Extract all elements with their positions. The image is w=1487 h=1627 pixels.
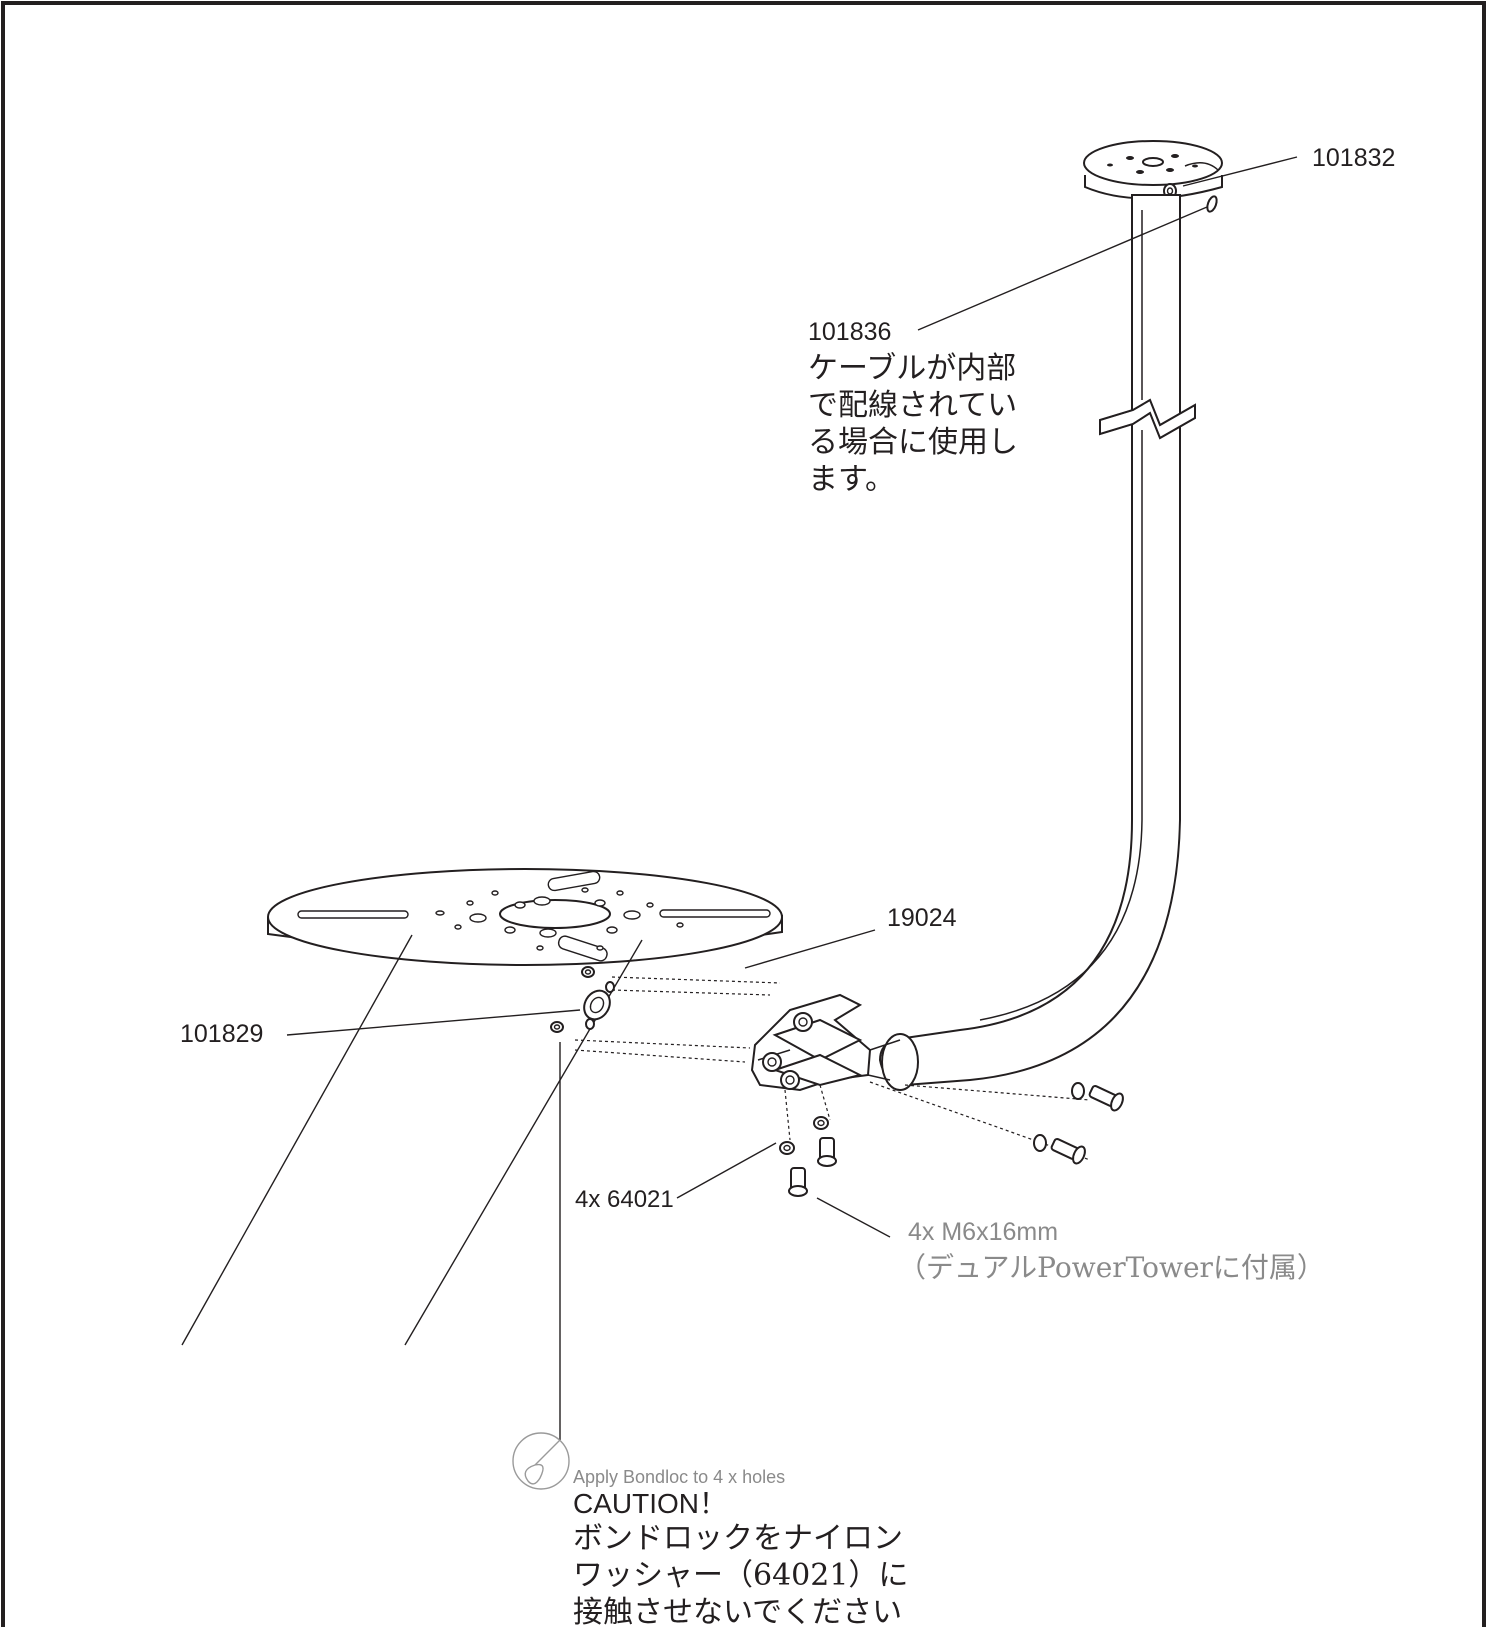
- caution-line3: 接触させないでください: [573, 1595, 902, 1627]
- leader-64021: [676, 1142, 777, 1199]
- leader-101836: [917, 206, 1208, 331]
- grub-screw-hole: [1166, 187, 1174, 195]
- label-101832: 101832: [1312, 144, 1395, 172]
- leader-m6-screws: [816, 1197, 891, 1238]
- tilt-bracket: [750, 993, 901, 1092]
- label-101829: 101829: [180, 1020, 263, 1048]
- round-base-plate: [267, 868, 783, 966]
- caution-line1: ボンドロックをナイロン: [573, 1521, 903, 1556]
- m6-screws: [779, 1082, 1124, 1197]
- l-pole: [878, 194, 1196, 1091]
- bondloc-drop-icon: [512, 1432, 570, 1490]
- note-101836-line3: る場合に使用し: [808, 425, 1018, 460]
- note-101836-line2: で配線されてい: [808, 388, 1017, 423]
- leader-101832: [1182, 156, 1298, 187]
- label-64021: 4x 64021: [575, 1186, 674, 1213]
- caution-line2: ワッシャー（64021）に: [573, 1558, 908, 1593]
- leader-19024: [744, 929, 876, 969]
- label-101836: 101836: [808, 318, 891, 346]
- leader-101829: [286, 1009, 581, 1036]
- label-bondloc-note: Apply Bondloc to 4 x holes: [573, 1467, 785, 1487]
- label-m6-screw-note: （デュアルPowerTowerに付属）: [898, 1251, 1325, 1284]
- top-mount-plate: [1083, 140, 1223, 200]
- label-19024: 19024: [887, 904, 957, 932]
- note-101836-line1: ケーブルが内部: [808, 351, 1016, 386]
- caution-title: CAUTION！: [573, 1488, 727, 1519]
- assembly-dashed-lines: [574, 976, 1091, 1161]
- o-ring-101836: [1206, 195, 1218, 213]
- note-101836-line4: ます。: [808, 462, 895, 497]
- label-m6-screw-spec: 4x M6x16mm: [908, 1218, 1058, 1246]
- plate-extension-line-left: [181, 934, 413, 1346]
- nylon-washers: [550, 966, 615, 1033]
